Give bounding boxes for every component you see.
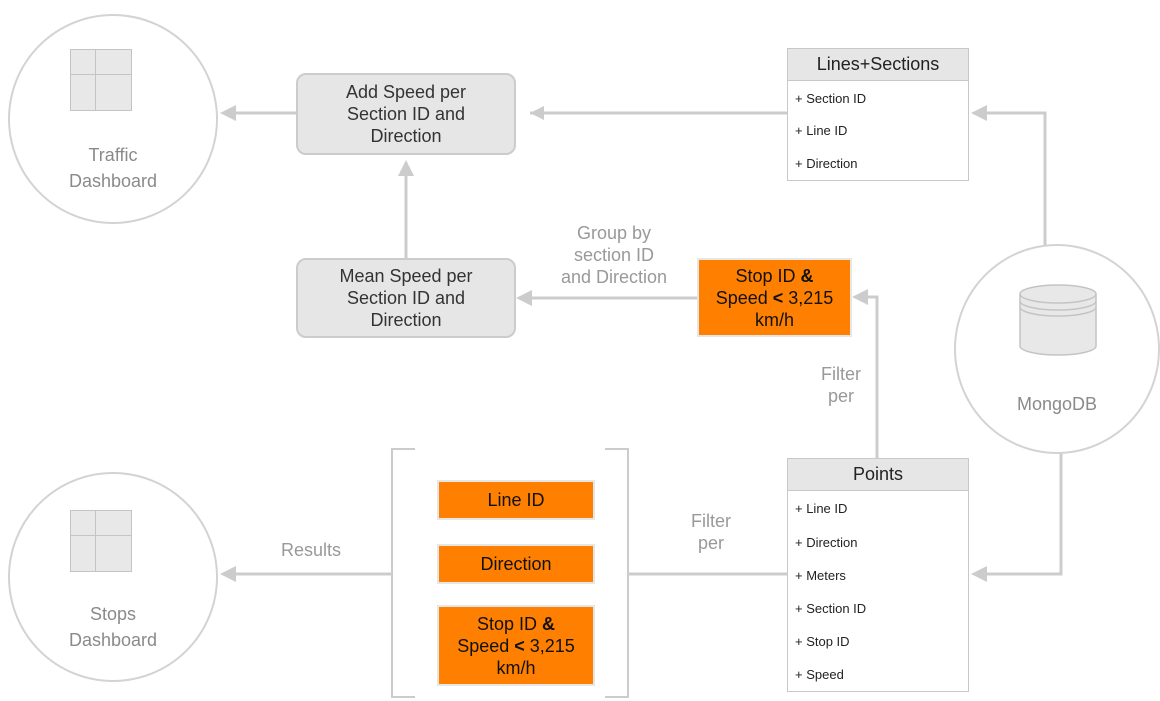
stops-dashboard-label-line1: Stops bbox=[89, 604, 137, 624]
points-field: + Speed bbox=[795, 667, 844, 682]
stop-speed-filter-top[interactable]: Stop ID & Speed < 3,215 km/h bbox=[697, 258, 852, 337]
mean-speed-process[interactable]: Mean Speed per Section ID and Direction bbox=[296, 258, 516, 338]
points-entity[interactable]: Points + Line ID + Direction + Meters + … bbox=[787, 458, 969, 692]
stop-speed-filter-bottom[interactable]: Stop ID & Speed < 3,215 km/h bbox=[437, 605, 595, 686]
traffic-dashboard-node[interactable]: Traffic Dashboard bbox=[8, 14, 218, 224]
dashboard-grid-icon bbox=[70, 510, 132, 572]
stop-speed-filter-bottom-line3: km/h bbox=[496, 657, 536, 678]
arrowhead bbox=[971, 105, 987, 121]
traffic-dashboard-label-line1: Traffic bbox=[88, 145, 138, 165]
dashboard-grid-icon bbox=[70, 49, 132, 111]
filter-per-bottom-label: Filter per bbox=[691, 511, 731, 553]
direction-filter[interactable]: Direction bbox=[437, 544, 595, 584]
add-speed-line2: Section ID and bbox=[346, 104, 466, 124]
points-field: + Direction bbox=[795, 535, 858, 550]
mean-speed-line1: Mean Speed per bbox=[339, 266, 473, 286]
lines-sections-field: + Direction bbox=[795, 156, 858, 171]
traffic-dashboard-label-line2: Dashboard bbox=[68, 171, 158, 191]
arrowhead bbox=[516, 290, 532, 306]
arrowhead bbox=[530, 106, 544, 120]
points-field: + Section ID bbox=[795, 601, 867, 616]
lines-sections-field: + Section ID bbox=[795, 91, 867, 106]
stop-speed-filter-top-line3: km/h bbox=[754, 309, 794, 330]
edge-points-to-stop-filter bbox=[866, 295, 879, 458]
edge-mongodb-to-lines-sections bbox=[985, 111, 1047, 245]
mean-speed-line2: Section ID and bbox=[346, 288, 466, 308]
stop-speed-filter-bottom-line1: Stop ID & bbox=[476, 613, 556, 634]
mongodb-label: MongoDB bbox=[1016, 394, 1098, 414]
points-title: Points bbox=[788, 459, 968, 491]
stop-speed-filter-top-line1: Stop ID & bbox=[735, 265, 814, 286]
add-speed-line1: Add Speed per bbox=[345, 82, 467, 102]
arrowhead bbox=[220, 105, 236, 121]
stops-dashboard-node[interactable]: Stops Dashboard bbox=[8, 472, 218, 682]
line-id-filter[interactable]: Line ID bbox=[437, 480, 595, 520]
lines-sections-field: + Line ID bbox=[795, 123, 848, 138]
edge-mongodb-to-points bbox=[985, 453, 1063, 576]
filters-group-bracket bbox=[391, 448, 629, 698]
points-field: + Stop ID bbox=[795, 634, 850, 649]
group-by-label: Group by section ID and Direction bbox=[560, 223, 668, 287]
mongodb-node[interactable]: MongoDB bbox=[954, 244, 1160, 454]
lines-sections-entity[interactable]: Lines+Sections + Section ID + Line ID + … bbox=[787, 48, 969, 181]
arrowhead bbox=[852, 289, 868, 305]
points-field: + Line ID bbox=[795, 501, 848, 516]
add-speed-line3: Direction bbox=[370, 126, 442, 146]
points-field: + Meters bbox=[795, 568, 846, 583]
database-cylinder-icon bbox=[1019, 284, 1097, 356]
stops-dashboard-label-line2: Dashboard bbox=[68, 630, 158, 650]
arrowhead bbox=[971, 566, 987, 582]
stop-speed-filter-bottom-line2: Speed < 3,215 bbox=[457, 635, 575, 656]
arrowhead bbox=[398, 160, 414, 176]
filter-per-right-label: Filter per bbox=[821, 364, 861, 406]
lines-sections-title: Lines+Sections bbox=[788, 49, 968, 81]
add-speed-process[interactable]: Add Speed per Section ID and Direction bbox=[296, 73, 516, 155]
arrowhead bbox=[220, 566, 236, 582]
stop-speed-filter-top-line2: Speed < 3,215 bbox=[715, 287, 834, 308]
mean-speed-line3: Direction bbox=[370, 310, 442, 330]
results-label: Results bbox=[280, 540, 342, 560]
